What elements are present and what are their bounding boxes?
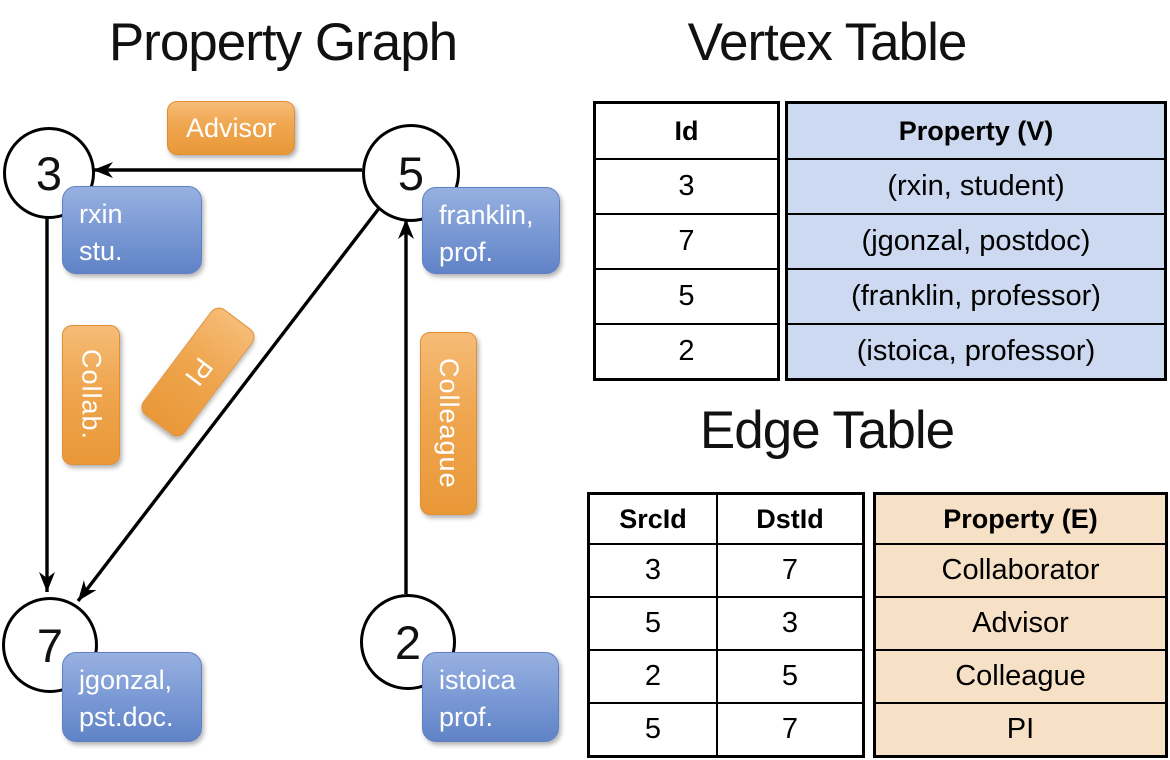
edge-srcid-cell: 5: [644, 713, 662, 745]
edge-table-id-columns: SrcId DstId 3 7 5 3 2 5 5 7: [587, 492, 865, 758]
node-5-prop-line1: franklin,: [439, 200, 534, 230]
node-5-id: 5: [397, 146, 425, 200]
edge-property-cell: Collaborator: [876, 543, 1165, 596]
vertex-id-cell: 5: [596, 268, 777, 323]
node-3-prop-line1: rxin: [79, 199, 123, 229]
node-2-id: 2: [394, 615, 422, 669]
edge-property-cell: Advisor: [876, 596, 1165, 649]
vertex-property-cell: (franklin, professor): [788, 268, 1164, 323]
edge-label-advisor-text: Advisor: [185, 112, 277, 143]
vertex-table-id-column: Id 3 7 5 2: [593, 101, 780, 381]
edge-srcid-cell: 2: [644, 660, 662, 692]
node-3-prop-line2: stu.: [79, 236, 123, 266]
graph-node-2: 2: [360, 594, 456, 690]
graph-edges: [39, 162, 414, 603]
node-2-prop-line1: istoica: [439, 665, 516, 695]
node-7-property-callout: jgonzal, pst.doc.: [62, 652, 202, 742]
edge-table-header-property: Property (E): [876, 495, 1165, 543]
edge-srcid-cell: 3: [644, 554, 662, 586]
edge-table-row: 5 3: [590, 596, 862, 649]
edge-label-pi-text: PI: [178, 352, 219, 393]
vertex-property-cell: (jgonzal, postdoc): [788, 213, 1164, 268]
node-2-prop-line2: prof.: [439, 702, 494, 732]
edge-pi-arrow: [76, 205, 382, 603]
edge-label-colleague: Colleague: [420, 332, 477, 515]
vertex-id-cell: 7: [596, 213, 777, 268]
vertex-table-property-column: Property (V) (rxin, student) (jgonzal, p…: [785, 101, 1167, 381]
node-5-property-callout: franklin, prof.: [422, 187, 560, 274]
edge-table-row: 2 5: [590, 649, 862, 702]
edge-property-cell: PI: [876, 702, 1165, 755]
vertex-id-cell: 3: [596, 158, 777, 213]
edge-dstid-cell: 3: [716, 598, 862, 649]
vertex-id-cell: 2: [596, 323, 777, 378]
edge-label-collab: Collab.: [62, 325, 120, 465]
node-5-prop-line2: prof.: [439, 237, 494, 267]
edge-dstid-cell: 7: [716, 545, 862, 596]
edge-property-cell: Colleague: [876, 649, 1165, 702]
node-3-property-callout: rxin stu.: [62, 186, 202, 274]
node-7-prop-line1: jgonzal,: [79, 665, 173, 695]
vertex-property-cell: (rxin, student): [788, 158, 1164, 213]
edge-table-property-column: Property (E) Collaborator Advisor Collea…: [873, 492, 1168, 758]
node-7-prop-line2: pst.doc.: [79, 702, 174, 732]
edge-table-header-row: SrcId DstId: [590, 495, 862, 543]
property-graph-title: Property Graph: [108, 13, 458, 72]
edge-table-header-dstid: DstId: [716, 495, 862, 543]
edge-label-collab-text: Collab.: [76, 349, 107, 441]
node-7-id: 7: [36, 618, 64, 672]
vertex-property-cell: (istoica, professor): [788, 323, 1164, 378]
vertex-table-header-id: Id: [674, 115, 699, 146]
edge-dstid-cell: 7: [716, 704, 862, 755]
vertex-table-title: Vertex Table: [687, 13, 968, 72]
vertex-table-header-property: Property (V): [788, 104, 1164, 158]
node-2-property-callout: istoica prof.: [422, 652, 559, 742]
edge-label-advisor: Advisor: [167, 101, 295, 155]
edge-dstid-cell: 5: [716, 651, 862, 702]
edge-table-title: Edge Table: [699, 401, 955, 460]
edge-table-row: 3 7: [590, 543, 862, 596]
edge-table-row: 5 7: [590, 702, 862, 755]
edge-label-colleague-text: Colleague: [434, 358, 464, 489]
edge-table-header-srcid: SrcId: [619, 503, 687, 534]
node-3-id: 3: [35, 146, 63, 200]
edge-srcid-cell: 5: [644, 607, 662, 639]
